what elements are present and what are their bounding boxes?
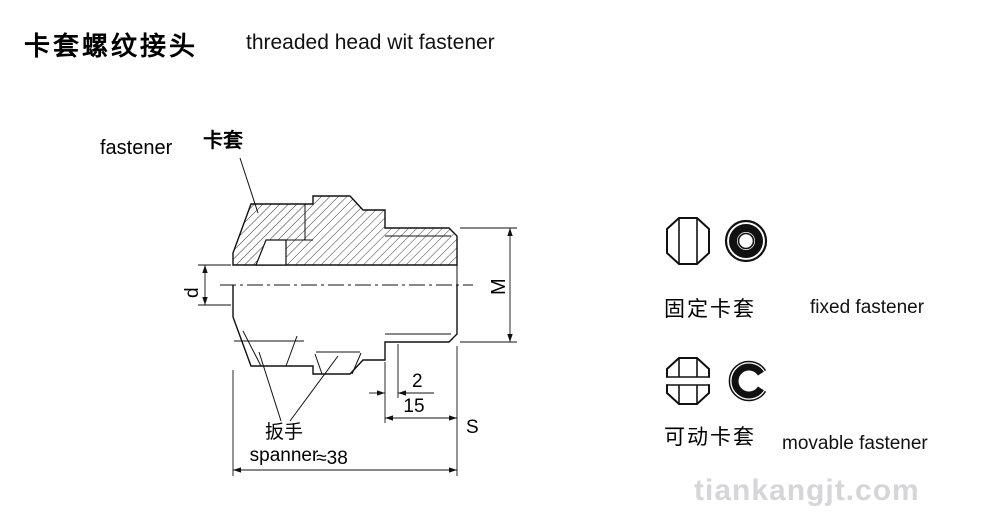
movable-fastener-side-icon [665,357,711,405]
legend-fixed-label-en: fixed fastener [810,297,925,318]
dim-S-label: S [466,417,479,438]
body-chamfer-line-left [314,353,323,375]
fitting-section-view [220,195,473,375]
spanner-label-zh: 扳手 [265,421,303,443]
fixed-fastener-side-icon [666,217,710,265]
legend-fixed-label-zh: 固定卡套 [664,298,756,321]
dim-15-label: 15 [403,396,424,417]
dimension-38: ≈38 [232,370,457,476]
callout-spanner: 扳手 spanner [250,351,339,466]
fastener-label-zh: 卡套 [203,128,243,152]
page-title-zh: 卡套螺纹接头 [24,31,199,61]
page-title-en: threaded head wit fastener [246,31,495,54]
callout-fastener: fastener 卡套 [100,128,259,214]
nut-chamfer-line-right [285,335,298,367]
external-lower-profile [232,285,458,375]
dimension-d: d [182,264,231,306]
watermark: tiankangjt.com [694,474,920,507]
legend-movable-label-zh: 可动卡套 [664,426,756,449]
legend-movable-label-en: movable fastener [782,433,928,454]
fixed-fastener-front-icon [724,219,768,263]
dim-M-label: M [488,278,510,295]
body-chamfer-line-right [351,352,362,375]
dim-38-label: ≈38 [316,448,348,469]
dim-d-label: d [182,287,203,298]
dimension-M: M [460,227,517,343]
spanner-label-en: spanner [250,445,319,466]
dimension-15: 15 [385,346,458,476]
movable-fastener-front-icon [728,360,767,402]
fastener-label-en: fastener [100,137,173,159]
dimension-2: 2 [369,344,434,423]
nut-chamfer-line-left [242,330,262,367]
dim-2-label: 2 [412,371,423,392]
